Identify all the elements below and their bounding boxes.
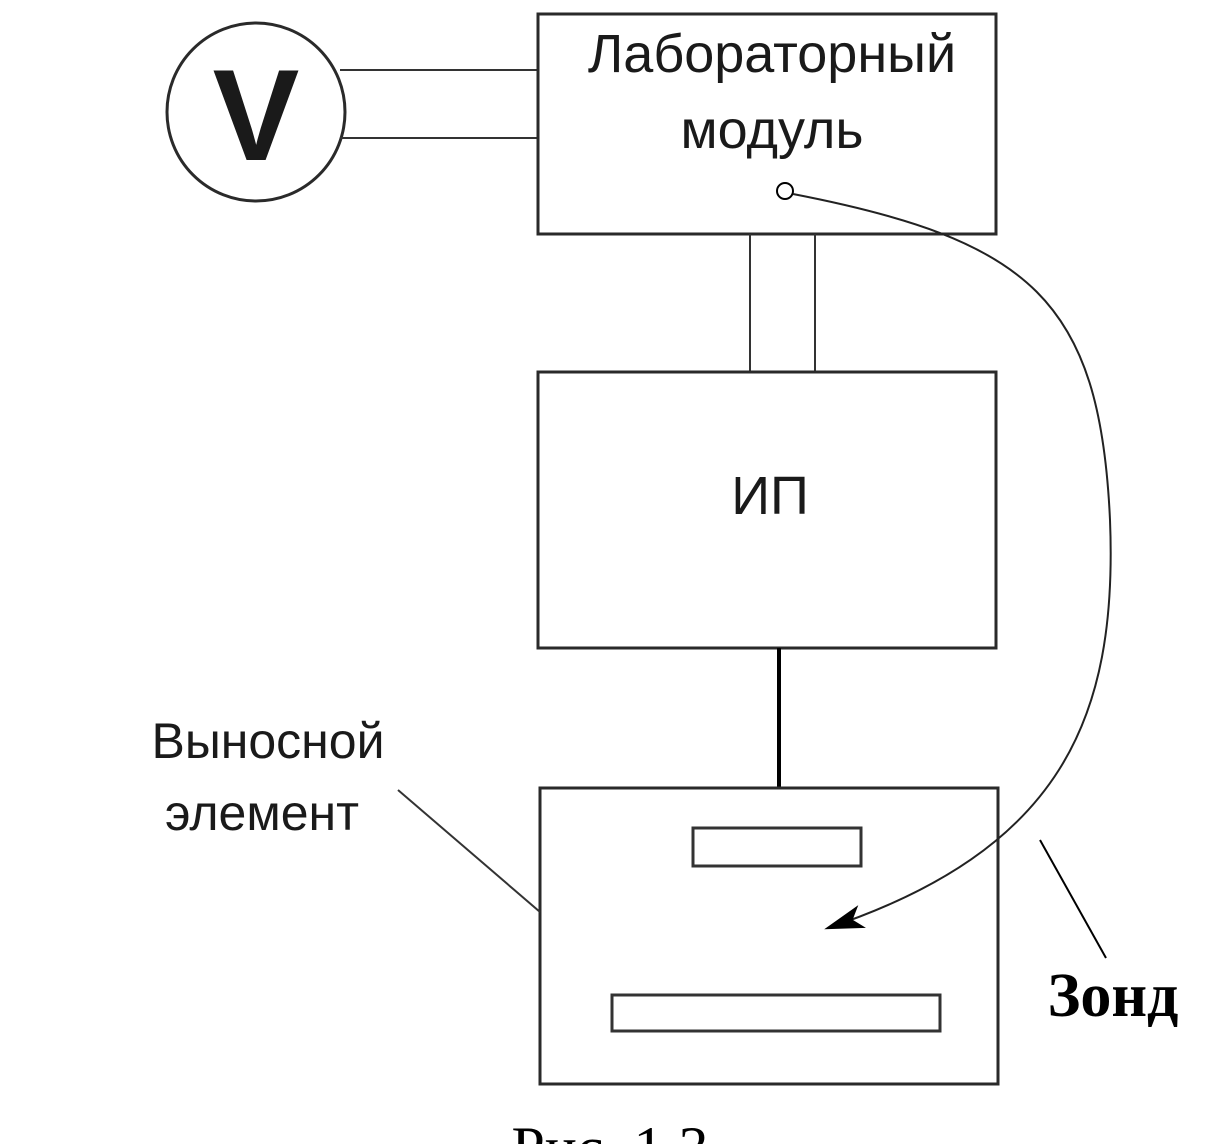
remote-element-leader <box>397 789 541 913</box>
probe-cable <box>792 193 1112 930</box>
electrode-bottom <box>610 993 942 1033</box>
voltmeter-label: V <box>213 42 300 188</box>
lab-module-label-line2: модуль <box>681 100 864 160</box>
probe-leader <box>1039 839 1107 959</box>
voltmeter-circle <box>165 21 347 203</box>
probe-socket <box>776 182 794 200</box>
electrode-top <box>691 826 863 868</box>
lab-module-box <box>536 12 998 236</box>
remote-element-label-line1: Выносной <box>151 713 384 769</box>
lab-module: Лабораторный модуль <box>536 12 998 236</box>
voltmeter: V <box>165 21 347 203</box>
remote-element-label-line2: элемент <box>165 785 359 841</box>
power-supply-box <box>536 370 998 650</box>
power-supply-label: ИП <box>731 466 809 526</box>
remote-element <box>538 786 1000 1086</box>
figure-caption: Рис. 1.3 <box>511 1115 708 1144</box>
probe-label: Зонд <box>1048 962 1179 1030</box>
power-supply: ИП <box>536 370 998 650</box>
lab-module-label-line1: Лабораторный <box>588 24 956 84</box>
